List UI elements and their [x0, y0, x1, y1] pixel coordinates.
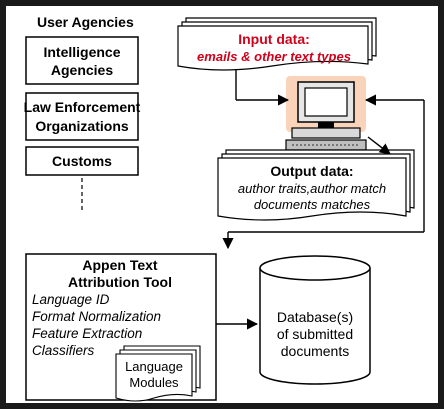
language-modules-line-2: Modules [129, 375, 179, 390]
language-modules-documents: Language Modules [115, 345, 201, 402]
desktop-computer-icon [285, 76, 367, 151]
tool-component-classifiers: Classifiers [32, 343, 95, 358]
computer-to-output-arrow [367, 136, 391, 155]
output-data-line-2: documents matches [254, 197, 371, 212]
output-data-line-1: author traits,author match [238, 181, 386, 196]
agency-customs-label: Customs [52, 153, 112, 169]
database-label-line-1: Database(s) [277, 309, 353, 325]
agency-intelligence-line-2: Agencies [51, 62, 113, 78]
database-label-line-3: documents [281, 343, 349, 359]
input-data-documents: Input data: emails & other text types [177, 17, 377, 71]
language-modules-line-1: Language [125, 359, 183, 374]
agency-law-enforcement-box: Law Enforcement Organizations [24, 92, 141, 141]
tool-component-language-id: Language ID [32, 292, 110, 307]
tool-title-line-2: Attribution Tool [68, 274, 172, 290]
database-label-line-2: of submitted [277, 326, 353, 342]
input-data-title: Input data: [238, 31, 310, 47]
agency-law-enforcement-line-2: Organizations [35, 118, 129, 134]
agency-intelligence-box: Intelligence Agencies [25, 36, 139, 85]
tool-component-feature-extraction: Feature Extraction [32, 326, 142, 341]
agency-law-enforcement-line-1: Law Enforcement [24, 99, 141, 115]
input-data-subtitle: emails & other text types [197, 49, 351, 64]
tool-component-format-normalization: Format Normalization [32, 309, 161, 324]
output-data-documents: Output data: author traits,author match … [217, 149, 415, 221]
database-cylinder-icon: Database(s) of submitted documents [259, 255, 371, 385]
tool-title-line-1: Appen Text [82, 257, 158, 273]
user-agencies-heading: User Agencies [37, 14, 134, 30]
output-data-title: Output data: [270, 163, 353, 179]
agency-intelligence-line-1: Intelligence [43, 44, 120, 60]
agency-customs-box: Customs [25, 146, 139, 176]
